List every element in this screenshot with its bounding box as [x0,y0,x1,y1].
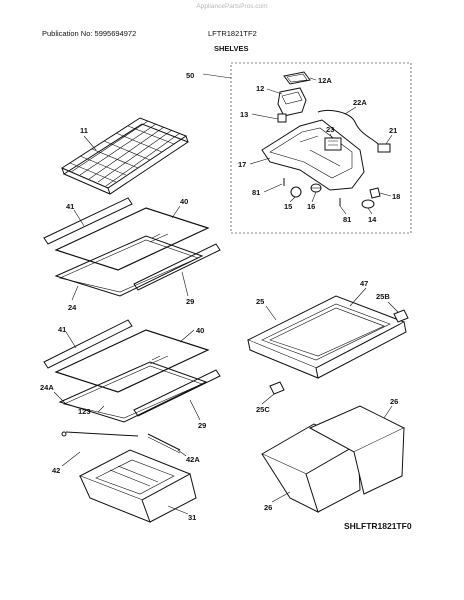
part-26-crisper-drawer-b[interactable] [308,405,406,495]
part-42-rail[interactable] [61,431,139,437]
part-21-connector[interactable] [377,143,391,153]
part-25-crisper-cover[interactable] [246,295,407,379]
part-11-wire-shelf[interactable] [60,117,190,195]
callout-25: 25 [256,297,264,306]
part-31-drawer[interactable] [78,449,197,523]
callout-81-a: 81 [252,188,260,197]
part-24-frame[interactable] [54,235,204,297]
callout-23: 23 [326,125,334,134]
callout-47: 47 [360,279,368,288]
callout-26-a: 26 [390,397,398,406]
drawing-code: SHLFTR1821TF0 [344,521,412,531]
part-12-housing[interactable] [277,87,307,117]
callout-42: 42 [52,466,60,475]
callout-25C: 25C [256,405,270,414]
part-25C-clip[interactable] [269,381,285,395]
callout-40-a: 40 [180,197,188,206]
callout-42A: 42A [186,455,200,464]
diagram-title: SHELVES [214,44,249,53]
callout-26-b: 26 [264,503,272,512]
callout-17: 17 [238,160,246,169]
callout-11: 11 [80,126,88,135]
callout-14: 14 [368,215,377,224]
callout-24: 24 [68,303,77,312]
callout-12A: 12A [318,76,332,85]
part-41-front-trim-lower[interactable] [43,319,133,369]
callout-50: 50 [186,71,194,80]
part-40-glass[interactable] [54,207,210,271]
callout-13: 13 [240,110,248,119]
part-22A-harness[interactable] [317,109,379,145]
callout-24A: 24A [40,383,54,392]
callout-15: 15 [284,202,292,211]
callout-40-b: 40 [196,326,204,335]
callout-123: 123 [78,407,91,416]
watermark: AppliancePartsPros.com [196,3,268,10]
callout-21: 21 [389,126,397,135]
callout-18: 18 [392,192,400,201]
callout-16: 16 [307,202,315,211]
callout-22A: 22A [353,98,367,107]
publication-number: Publication No: 5995694972 [42,29,137,38]
model-number: LFTR1821TF2 [208,29,257,38]
part-18-switch[interactable] [369,187,381,199]
callout-12: 12 [256,84,264,93]
callout-29-b: 29 [198,421,206,430]
module-50-outline [230,62,412,234]
part-25B-clip[interactable] [393,309,409,323]
part-13-clip[interactable] [277,113,287,123]
callout-81-b: 81 [343,215,351,224]
part-12A-lens[interactable] [283,71,311,85]
part-41-front-trim[interactable] [43,197,133,245]
callout-31: 31 [188,513,196,522]
callout-25B: 25B [376,292,390,301]
callout-41-a: 41 [66,202,74,211]
part-15-bulb[interactable] [290,186,302,198]
callout-41-b: 41 [58,325,66,334]
part-42A-rail[interactable] [147,433,181,454]
part-123-frame[interactable] [58,361,208,423]
part-23-board[interactable] [324,137,342,151]
callout-29-a: 29 [186,297,194,306]
